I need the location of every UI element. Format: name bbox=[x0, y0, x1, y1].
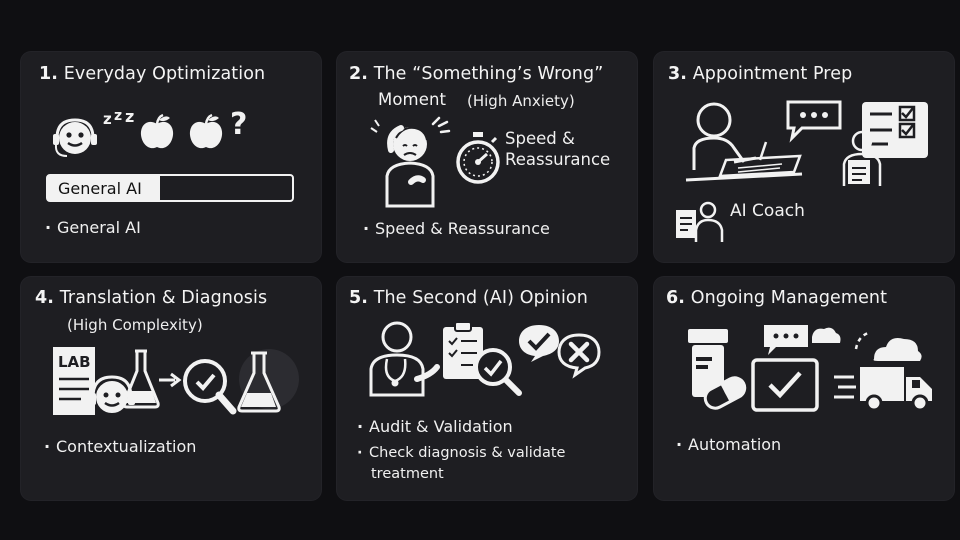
flask-icon bbox=[122, 349, 160, 409]
x-bubble-icon bbox=[557, 333, 601, 379]
general-ai-progress-bar: General AI bbox=[46, 174, 294, 202]
bullet-item: ·General AI bbox=[45, 218, 141, 237]
apple-question-icon: ? bbox=[189, 107, 247, 149]
card-everyday-optimization: 1. Everyday Optimization z z z ? General… bbox=[21, 52, 321, 262]
icon-label: AI Coach bbox=[730, 201, 805, 221]
chat-bubble-icon bbox=[764, 325, 841, 355]
checklist-icon bbox=[862, 102, 928, 158]
lab-report-icon: LAB bbox=[53, 347, 95, 415]
svg-text:z: z bbox=[114, 108, 122, 124]
card-title: 6. Ongoing Management bbox=[666, 288, 888, 308]
card-second-opinion: 5. The Second (AI) Opinion ·Audit & Vali… bbox=[337, 277, 637, 500]
arrow-right-icon bbox=[159, 372, 182, 388]
card-title: 2. The “Something’s Wrong” bbox=[349, 64, 604, 84]
robot-headset-icon bbox=[53, 118, 97, 157]
svg-text:z: z bbox=[103, 110, 112, 128]
icon-label: Speed & Reassurance bbox=[505, 129, 611, 170]
pill-bottle-icon bbox=[688, 329, 728, 397]
bullet-item: ·Contextualization bbox=[44, 437, 197, 456]
bullet-item: ·Audit & Validation bbox=[357, 417, 513, 436]
card-title: 3. Appointment Prep bbox=[668, 64, 853, 84]
progress-fill: General AI bbox=[48, 176, 161, 200]
card-translation-diagnosis: 4. Translation & Diagnosis (High Complex… bbox=[21, 277, 321, 500]
card-appointment-prep: 3. Appointment Prep bbox=[654, 52, 954, 262]
check-box-icon bbox=[751, 358, 819, 412]
svg-text:?: ? bbox=[230, 107, 247, 142]
worried-person-icon bbox=[370, 116, 451, 208]
magnifier-check-icon bbox=[474, 348, 522, 396]
ai-coach-icon bbox=[676, 201, 724, 242]
check-bubble-icon bbox=[519, 325, 559, 362]
sleep-zzz-icon: z z z bbox=[103, 107, 134, 128]
doctor-icon bbox=[369, 321, 440, 397]
magnifier-check-icon bbox=[183, 349, 299, 415]
card-title: 1. Everyday Optimization bbox=[39, 64, 266, 84]
card-title-line2: Moment bbox=[378, 90, 447, 109]
pill-capsule-icon bbox=[703, 376, 747, 410]
apple-icon bbox=[140, 113, 174, 149]
stopwatch-icon bbox=[456, 132, 500, 184]
svg-text:LAB: LAB bbox=[58, 353, 91, 371]
card-title: 5. The Second (AI) Opinion bbox=[349, 288, 588, 308]
svg-text:z: z bbox=[125, 107, 134, 126]
doctor-clipboard-icon bbox=[842, 130, 882, 186]
card-subtitle: (High Anxiety) bbox=[467, 92, 575, 110]
card-ongoing-management: 6. Ongoing Management ·Autom bbox=[654, 277, 954, 500]
bullet-item: ·Automation bbox=[676, 435, 782, 454]
bullet-item-continuation: treatment bbox=[371, 466, 444, 482]
clipboard-checklist-icon bbox=[443, 321, 483, 379]
delivery-truck-icon bbox=[834, 367, 932, 412]
bullet-item: ·Check diagnosis & validate bbox=[357, 445, 566, 461]
chat-bubble-icon bbox=[786, 100, 842, 143]
bullet-item: ·Speed & Reassurance bbox=[363, 219, 550, 238]
card-title: 4. Translation & Diagnosis bbox=[35, 288, 268, 308]
card-subtitle: (High Complexity) bbox=[67, 316, 203, 334]
robot-headset-icon bbox=[89, 375, 135, 415]
card-something-wrong: 2. The “Something’s Wrong” Moment (High … bbox=[337, 52, 637, 262]
person-writing-icon bbox=[685, 102, 803, 182]
cloud-icon bbox=[854, 331, 922, 361]
